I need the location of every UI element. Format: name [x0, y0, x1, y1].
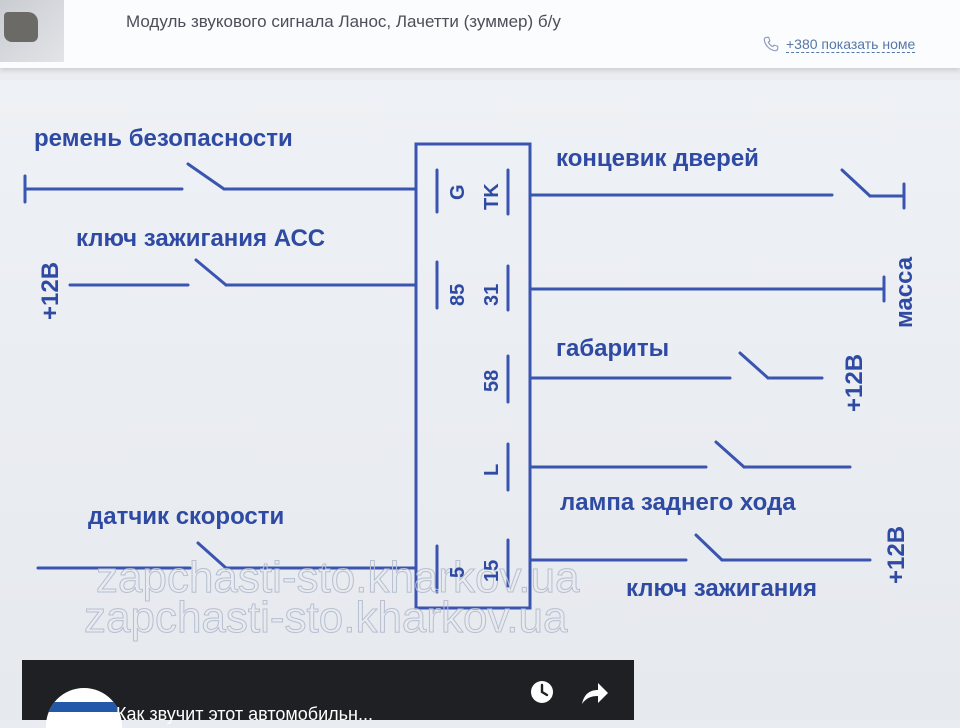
pin-label-85: 85 — [447, 284, 469, 306]
key-switch — [694, 533, 724, 562]
label-speed-sensor: датчик скорости — [88, 503, 284, 530]
parking-switch — [738, 351, 770, 380]
seatbelt-switch — [186, 162, 226, 191]
pin-label-tk: TK — [481, 183, 503, 210]
channel-avatar[interactable] — [46, 688, 122, 728]
pin-label-5: 5 — [447, 567, 469, 578]
pin-label-l: L — [481, 464, 503, 476]
share-icon[interactable] — [580, 680, 610, 706]
video-preview[interactable]: Как звучит этот автомобильн... — [22, 660, 634, 728]
listing-title[interactable]: Модуль звукового сигнала Ланос, Лачетти … — [126, 12, 561, 31]
label-door-switch: концевик дверей — [556, 145, 759, 172]
wiring-diagram: zapchasti-sto.kharkov.ua zapchasti-sto.k… — [23, 125, 918, 643]
show-phone-link[interactable]: +380 показать номе — [762, 32, 916, 56]
module-box — [414, 142, 532, 610]
avatar-band — [46, 702, 122, 712]
label-plus12-bottom: +12В — [883, 526, 910, 584]
pin-label-58: 58 — [481, 370, 503, 392]
label-plus12-mid: +12В — [841, 354, 868, 412]
label-ground: масса — [891, 256, 918, 328]
pin-label-15: 15 — [481, 560, 503, 582]
label-reverse-lamp: лампа заднего хода — [560, 489, 796, 516]
speed-switch — [196, 541, 228, 570]
acc-switch — [194, 258, 228, 287]
watermark-1: zapchasti-sto.kharkov.ua — [96, 553, 580, 602]
pin-label-31: 31 — [481, 284, 503, 306]
diagram-sheet: zapchasti-sto.kharkov.ua zapchasti-sto.k… — [0, 80, 960, 720]
pin-label-g: G — [447, 184, 469, 200]
phone-number: +380 показать номе — [786, 35, 916, 53]
label-plus12-left: +12В — [37, 262, 64, 320]
door-switch — [840, 168, 872, 198]
reverse-switch — [714, 440, 746, 469]
label-parking-lights: габариты — [556, 335, 669, 362]
watermark-2: zapchasti-sto.kharkov.ua — [84, 593, 568, 642]
label-seatbelt: ремень безопасности — [34, 125, 293, 152]
label-ignition-key: ключ зажигания — [626, 575, 817, 602]
phone-icon — [763, 36, 779, 52]
product-thumbnail[interactable] — [0, 0, 64, 62]
listing-header: Модуль звукового сигнала Ланос, Лачетти … — [0, 0, 960, 68]
video-title[interactable]: Как звучит этот автомобильн... — [116, 704, 373, 724]
clock-icon[interactable] — [528, 678, 556, 706]
product-image-shape — [4, 12, 38, 42]
label-ignition-acc: ключ зажигания АСС — [76, 225, 325, 252]
